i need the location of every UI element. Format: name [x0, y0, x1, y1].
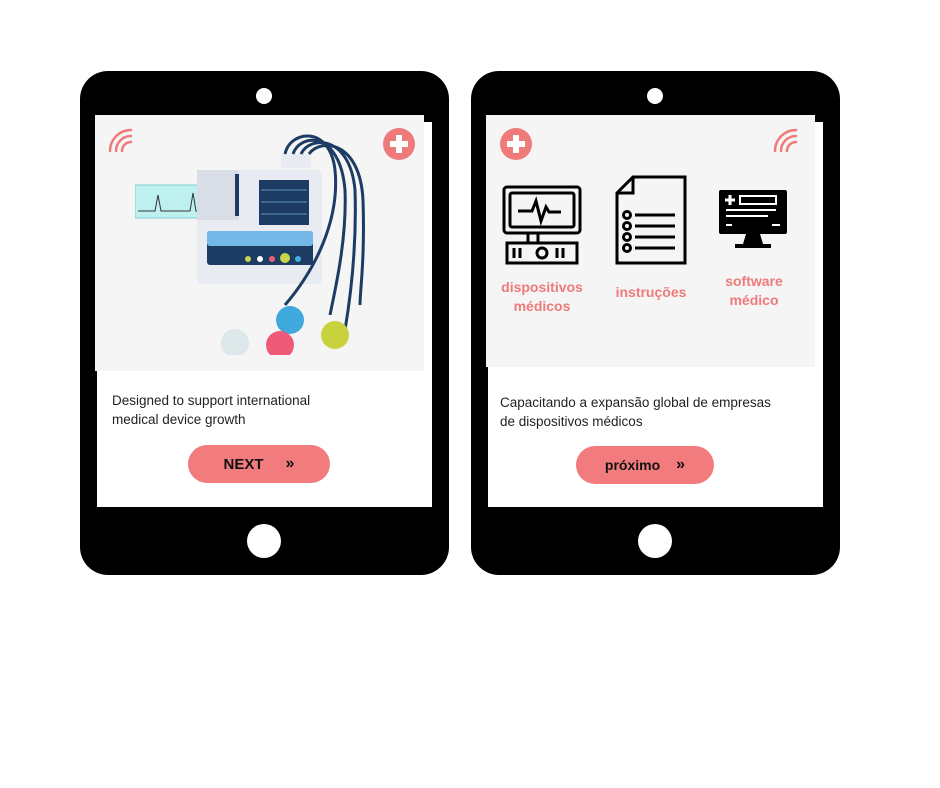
tablet-frame-english: Designed to support international medica…	[80, 71, 449, 575]
document-list-icon	[615, 175, 687, 265]
next-button-label: NEXT	[223, 455, 264, 473]
computer-software-icon	[719, 190, 787, 248]
tagline-line: Capacitando a expansão global de empresa…	[500, 395, 771, 410]
wifi-signal-icon	[773, 128, 798, 153]
medical-cross-icon	[500, 128, 532, 160]
tagline-line: de dispositivos médicos	[500, 414, 643, 429]
tagline-line: Designed to support international	[112, 393, 311, 408]
medical-cross-icon	[383, 128, 415, 160]
tagline-text: Designed to support international medica…	[112, 391, 310, 429]
tagline-text: Capacitando a expansão global de empresa…	[500, 393, 771, 431]
wifi-signal-icon	[108, 128, 133, 153]
front-camera	[256, 88, 272, 104]
home-button[interactable]	[247, 524, 281, 558]
illustration-panel	[95, 115, 424, 371]
ecg-machine-illustration	[135, 134, 365, 355]
double-chevron-right-icon: »	[676, 456, 686, 473]
tagline-line: medical device growth	[112, 412, 246, 427]
home-button[interactable]	[638, 524, 672, 558]
next-button-pt[interactable]: próximo »	[576, 446, 714, 484]
double-chevron-right-icon: »	[285, 455, 295, 472]
next-button[interactable]: NEXT »	[188, 445, 330, 483]
front-camera	[647, 88, 663, 104]
medical-monitor-icon	[502, 185, 582, 265]
feature-label-instructions: instruções	[615, 284, 687, 300]
next-button-label: próximo	[604, 457, 661, 473]
